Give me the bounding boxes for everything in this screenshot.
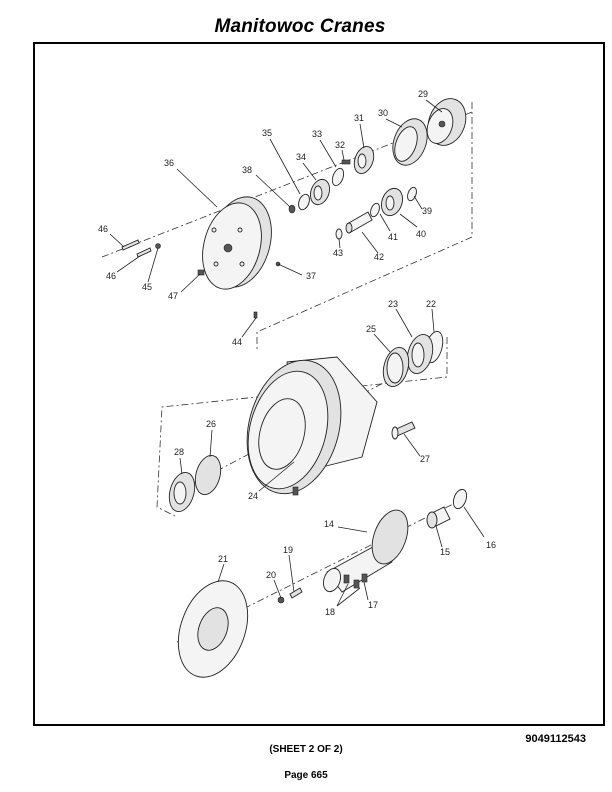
part-number: 9049112543	[525, 733, 586, 745]
part-25-cup	[382, 346, 410, 388]
callout-24: 24	[248, 491, 258, 501]
part-38-plug	[288, 204, 296, 214]
callout-21: 21	[218, 554, 228, 564]
part-34-bearing	[309, 178, 331, 206]
callout-28: 28	[174, 447, 184, 457]
part-36-cover	[202, 196, 272, 290]
callout-31: 31	[354, 113, 364, 123]
diagram-frame: 29 30 31 32 33 34 35 36 38 39 40 41 42 4…	[33, 42, 605, 726]
callout-46-upper: 46	[98, 224, 108, 234]
callout-29: 29	[418, 89, 428, 99]
part-39-ring	[407, 186, 417, 202]
part-35-ring	[298, 193, 310, 211]
callout-16: 16	[486, 540, 496, 550]
upper-guide-line	[256, 102, 473, 352]
callout-15: 15	[440, 547, 450, 557]
part-17-18-bolts	[343, 573, 368, 589]
callout-43: 43	[333, 248, 343, 258]
page-title: Manitowoc Cranes	[214, 16, 386, 37]
part-28-bearing	[168, 471, 196, 513]
middle-axis-line	[176, 351, 443, 493]
part-24-plug	[292, 486, 299, 496]
part-29-carrier	[426, 98, 467, 146]
callout-labels: 29 30 31 32 33 34 35 36 38 39 40 41 42 4…	[98, 89, 496, 617]
part-14-spindle	[322, 509, 409, 593]
part-26-cup	[194, 454, 222, 496]
callout-42: 42	[374, 252, 384, 262]
middle-guide-line	[156, 337, 448, 518]
callout-40: 40	[416, 229, 426, 239]
callout-45: 45	[142, 282, 152, 292]
exploded-assembly-diagram: 29 30 31 32 33 34 35 36 38 39 40 41 42 4…	[98, 89, 496, 678]
callout-30: 30	[378, 108, 388, 118]
lower-axis-line	[176, 496, 468, 643]
callout-14: 14	[324, 519, 334, 529]
callout-47: 47	[168, 291, 178, 301]
part-43-ring	[335, 228, 343, 240]
part-31-gear	[353, 146, 375, 174]
callout-32: 32	[335, 140, 345, 150]
part-47-plug	[197, 269, 205, 276]
part-16-ring	[452, 488, 468, 510]
part-46b-screw	[136, 247, 152, 258]
part-32-bolt	[341, 159, 351, 165]
part-41-ring	[370, 202, 380, 218]
leader-lines	[109, 99, 485, 607]
callout-22: 22	[426, 299, 436, 309]
callout-37: 37	[306, 271, 316, 281]
callout-33: 33	[312, 129, 322, 139]
callout-39: 39	[422, 206, 432, 216]
part-27-stud	[391, 421, 416, 440]
part-42-shaft	[345, 211, 373, 234]
callout-38: 38	[242, 165, 252, 175]
part-19-stud	[289, 587, 303, 599]
part-21-disc	[177, 580, 249, 678]
callout-17: 17	[368, 600, 378, 610]
part-15-sleeve	[426, 506, 451, 529]
callout-46-lower: 46	[106, 271, 116, 281]
callout-20: 20	[266, 570, 276, 580]
part-30-ring-gear	[392, 118, 428, 166]
part-24-hub	[246, 356, 378, 495]
callout-36: 36	[164, 158, 174, 168]
callout-41: 41	[388, 232, 398, 242]
part-44-pin	[253, 311, 258, 319]
page-number: Page 665	[284, 770, 328, 781]
callout-44: 44	[232, 337, 242, 347]
callout-26: 26	[206, 419, 216, 429]
callout-19: 19	[283, 545, 293, 555]
sheet-indicator: (SHEET 2 OF 2)	[269, 744, 343, 755]
callout-23: 23	[388, 299, 398, 309]
part-33-ring	[331, 167, 345, 187]
callout-34: 34	[296, 152, 306, 162]
callout-18: 18	[325, 607, 335, 617]
callout-25: 25	[366, 324, 376, 334]
part-45-nut	[155, 243, 161, 249]
part-23-bearing	[406, 333, 434, 375]
callout-35: 35	[262, 128, 272, 138]
callout-27: 27	[420, 454, 430, 464]
part-40-bearing	[381, 187, 403, 217]
part-46a-screw	[121, 239, 140, 251]
